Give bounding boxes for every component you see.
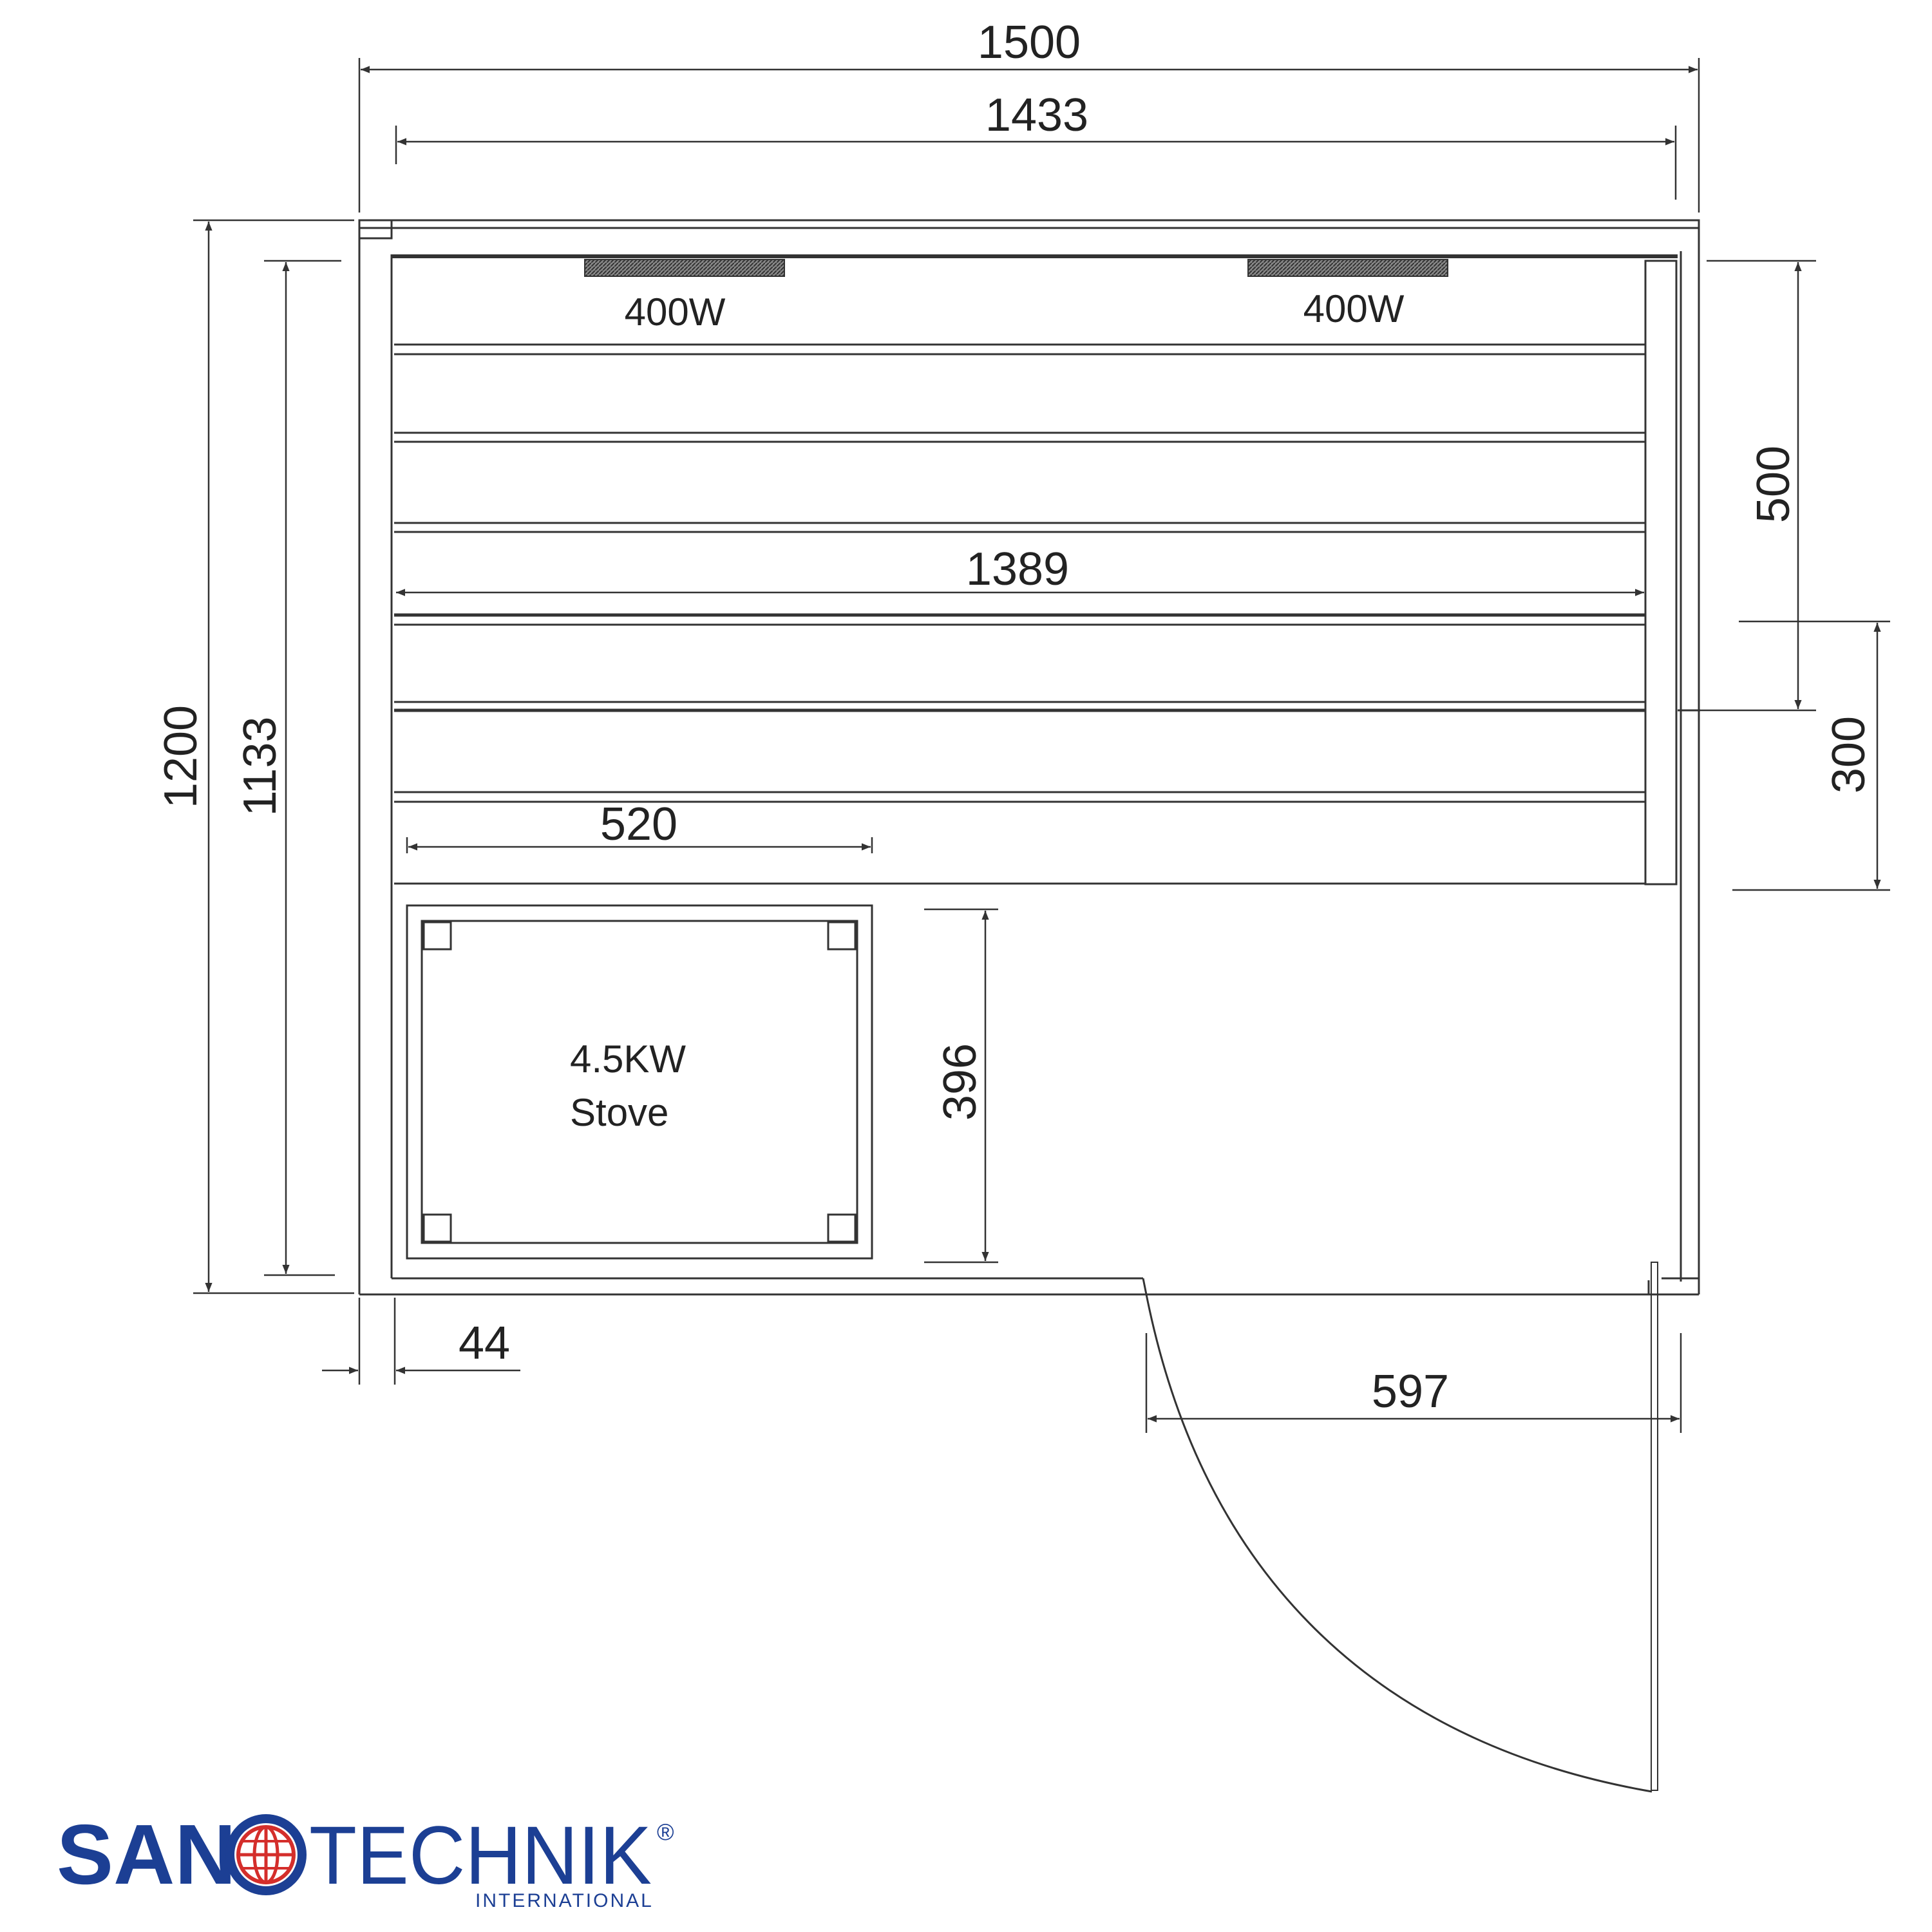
dim-line-inner-depth <box>264 260 341 1276</box>
dim-line-outer-depth <box>193 219 354 1294</box>
brand-name-right: TECHNIK <box>309 1810 652 1902</box>
brand-logo: SAN TECHNIK ® INTERNATIONAL <box>57 1800 701 1932</box>
brand-registered-mark: ® <box>657 1819 674 1845</box>
dim-line-outer-width <box>358 58 1700 213</box>
cabin-walls <box>358 219 1700 1296</box>
label-stove-width: 520 <box>600 799 677 850</box>
stove-box <box>406 904 873 1260</box>
label-bench-length: 1389 <box>966 544 1069 595</box>
heater-panel-right <box>1247 259 1448 277</box>
stove-label-power: 4.5KW <box>570 1037 686 1081</box>
label-inner-depth: 1133 <box>234 717 286 817</box>
label-upper-bench-depth: 500 <box>1748 446 1799 523</box>
brand-name-left: SAN <box>57 1807 236 1902</box>
dim-line-upper-bench-depth <box>1678 260 1816 712</box>
dim-line-wall-thickness <box>322 1298 520 1385</box>
dim-line-inner-width <box>395 126 1677 200</box>
dim-line-stove-width <box>406 837 873 853</box>
heater-label-left: 400W <box>625 290 726 334</box>
bench-boards <box>394 260 1700 886</box>
brand-subtitle: INTERNATIONAL <box>475 1890 654 1909</box>
door <box>1145 1262 1658 1793</box>
label-stove-depth: 396 <box>934 1043 986 1121</box>
heater-panel-left <box>584 259 785 277</box>
globe-icon <box>225 1814 307 1895</box>
label-outer-width: 1500 <box>978 17 1081 68</box>
label-door-width: 597 <box>1372 1366 1449 1417</box>
heater-label-right: 400W <box>1303 287 1405 330</box>
label-lower-bench-depth: 300 <box>1823 716 1875 793</box>
dim-line-door-width <box>1145 1333 1682 1433</box>
label-outer-depth: 1200 <box>155 705 207 808</box>
label-wall-thickness: 44 <box>459 1318 510 1369</box>
label-inner-width: 1433 <box>985 90 1088 141</box>
dim-line-stove-depth <box>924 908 998 1264</box>
dim-line-lower-bench-depth <box>1732 620 1890 891</box>
stove-label-name: Stove <box>570 1091 668 1134</box>
